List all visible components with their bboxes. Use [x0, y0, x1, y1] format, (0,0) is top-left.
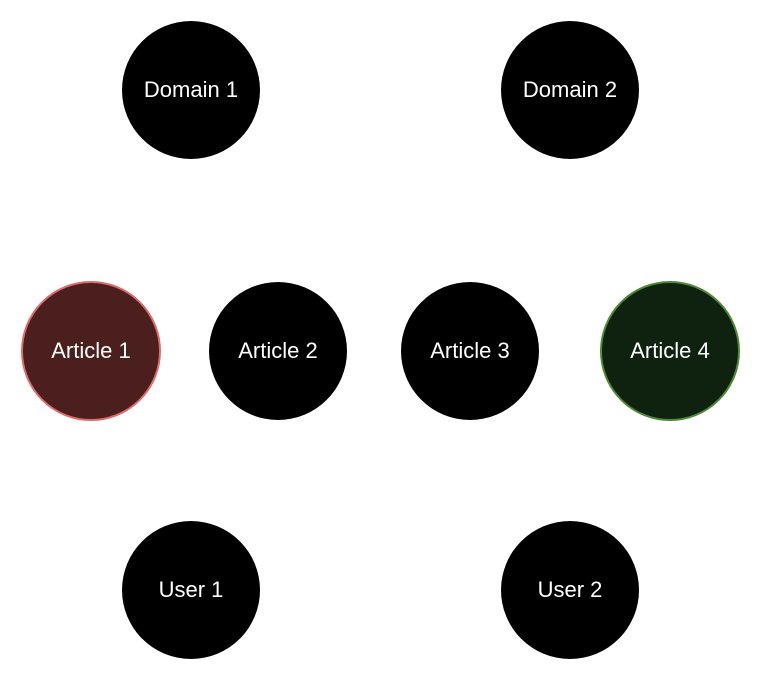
domain-1-node[interactable]: Domain 1	[122, 21, 260, 159]
user-1-label: User 1	[158, 577, 224, 602]
domain-2-label: Domain 2	[522, 77, 618, 102]
article-1-label: Article 1	[51, 338, 131, 363]
user-2-node[interactable]: User 2	[501, 521, 639, 659]
article-3-node[interactable]: Article 3	[401, 282, 539, 420]
article-3-label: Article 3	[430, 338, 510, 363]
domain-2-node[interactable]: Domain 2	[501, 21, 639, 159]
user-2-label: User 2	[537, 577, 603, 602]
domain-1-label: Domain 1	[143, 77, 239, 102]
article-2-label: Article 2	[238, 338, 318, 363]
article-4-label: Article 4	[630, 338, 710, 363]
user-1-node[interactable]: User 1	[122, 521, 260, 659]
article-4-node[interactable]: Article 4	[600, 281, 740, 421]
article-1-node[interactable]: Article 1	[21, 281, 161, 421]
article-2-node[interactable]: Article 2	[209, 282, 347, 420]
